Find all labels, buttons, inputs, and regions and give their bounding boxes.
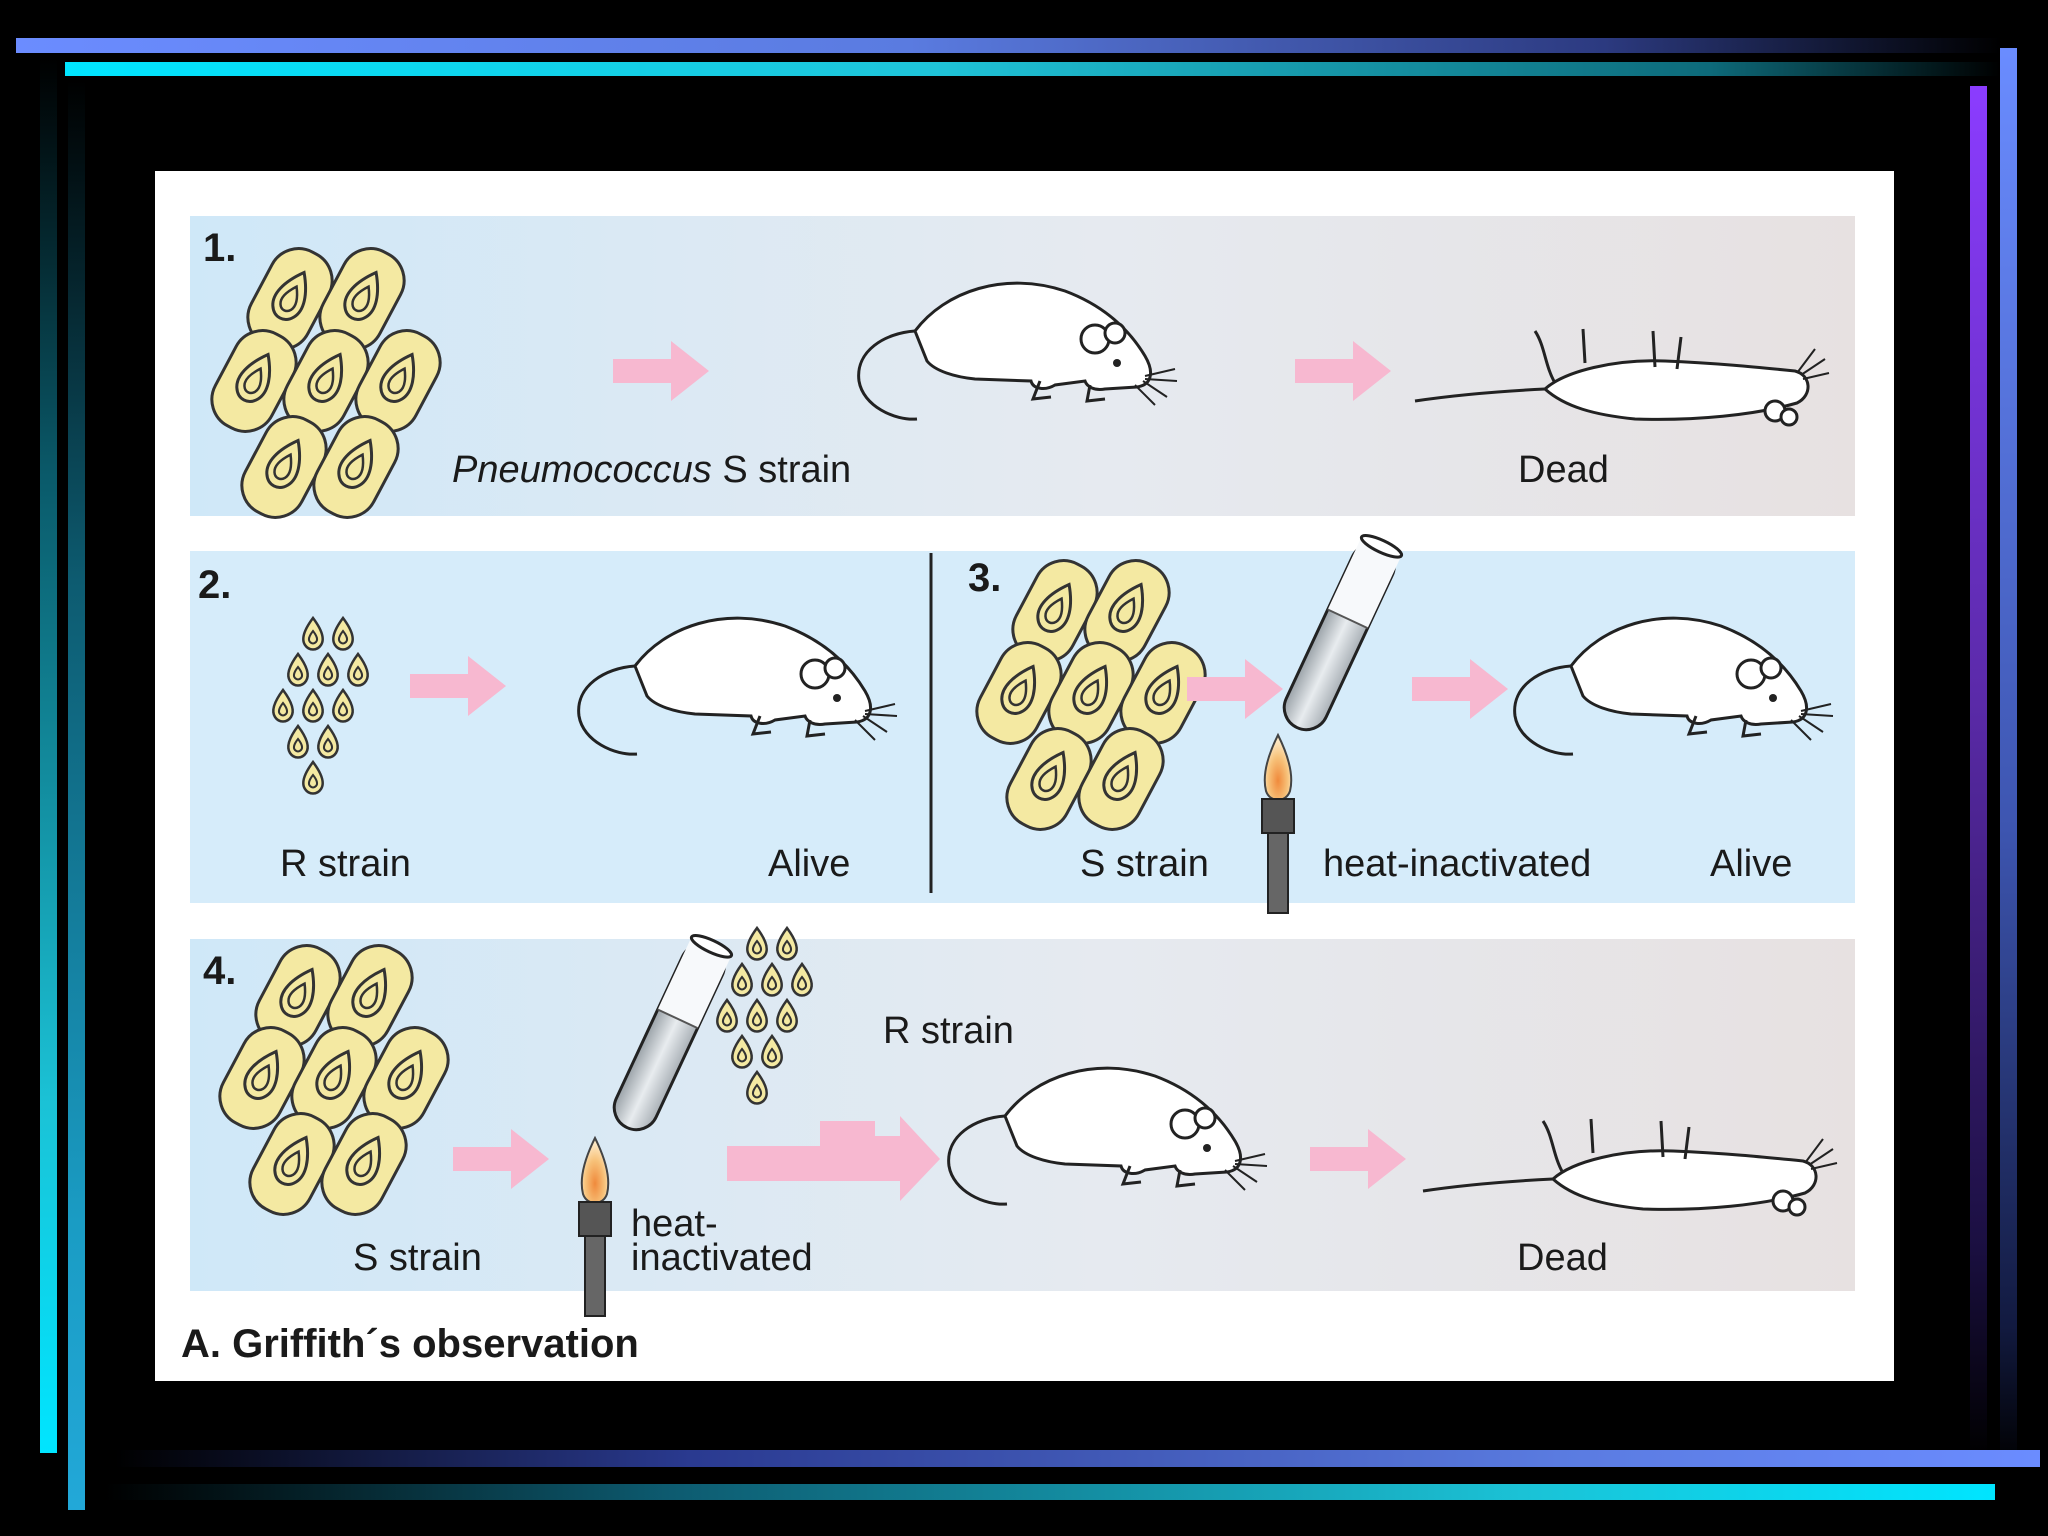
frame-bar-top-cyan [65,62,2000,76]
panel-2-number: 2. [198,563,231,607]
panel-2-outcome: Alive [768,843,850,885]
panel-1-strain-rest: S strain [712,449,851,491]
frame-bar-right [2000,48,2017,1468]
panel-4-number: 4. [203,949,236,993]
frame-bar-left-cyan [40,58,57,1453]
frame-bar-bottom [115,1450,2040,1467]
figure-canvas: 1. Pneumococcus S strain Dead 2. R strai… [155,171,1894,1381]
panel-2-strain: R strain [280,843,411,885]
figure-caption: A. Griffith´s observation [181,1322,639,1366]
frame-bar-left [68,80,85,1510]
panel-4-treatment-line2: inactivated [631,1237,813,1279]
panel-3-treatment: heat-inactivated [1323,843,1591,885]
frame-bar-right-purple [1970,86,1987,1456]
griffith-figure: 1. Pneumococcus S strain Dead 2. R strai… [155,171,1894,1381]
frame-bar-top [16,38,2001,53]
panel-3-number: 3. [968,556,1001,600]
panel-4-outcome: Dead [1517,1237,1608,1279]
panel-4-added-strain: R strain [883,1010,1014,1052]
panel-1-strain-italic: Pneumococcus [452,449,712,491]
panel-1-strain-label: Pneumococcus S strain [452,449,851,491]
panel-3-outcome: Alive [1710,843,1792,885]
panel-4-strain: S strain [353,1237,482,1279]
panel-3-strain: S strain [1080,843,1209,885]
frame-bar-bottom-cyan [105,1484,1995,1500]
panel-1-outcome: Dead [1518,449,1609,491]
panel-1-number: 1. [203,226,236,270]
